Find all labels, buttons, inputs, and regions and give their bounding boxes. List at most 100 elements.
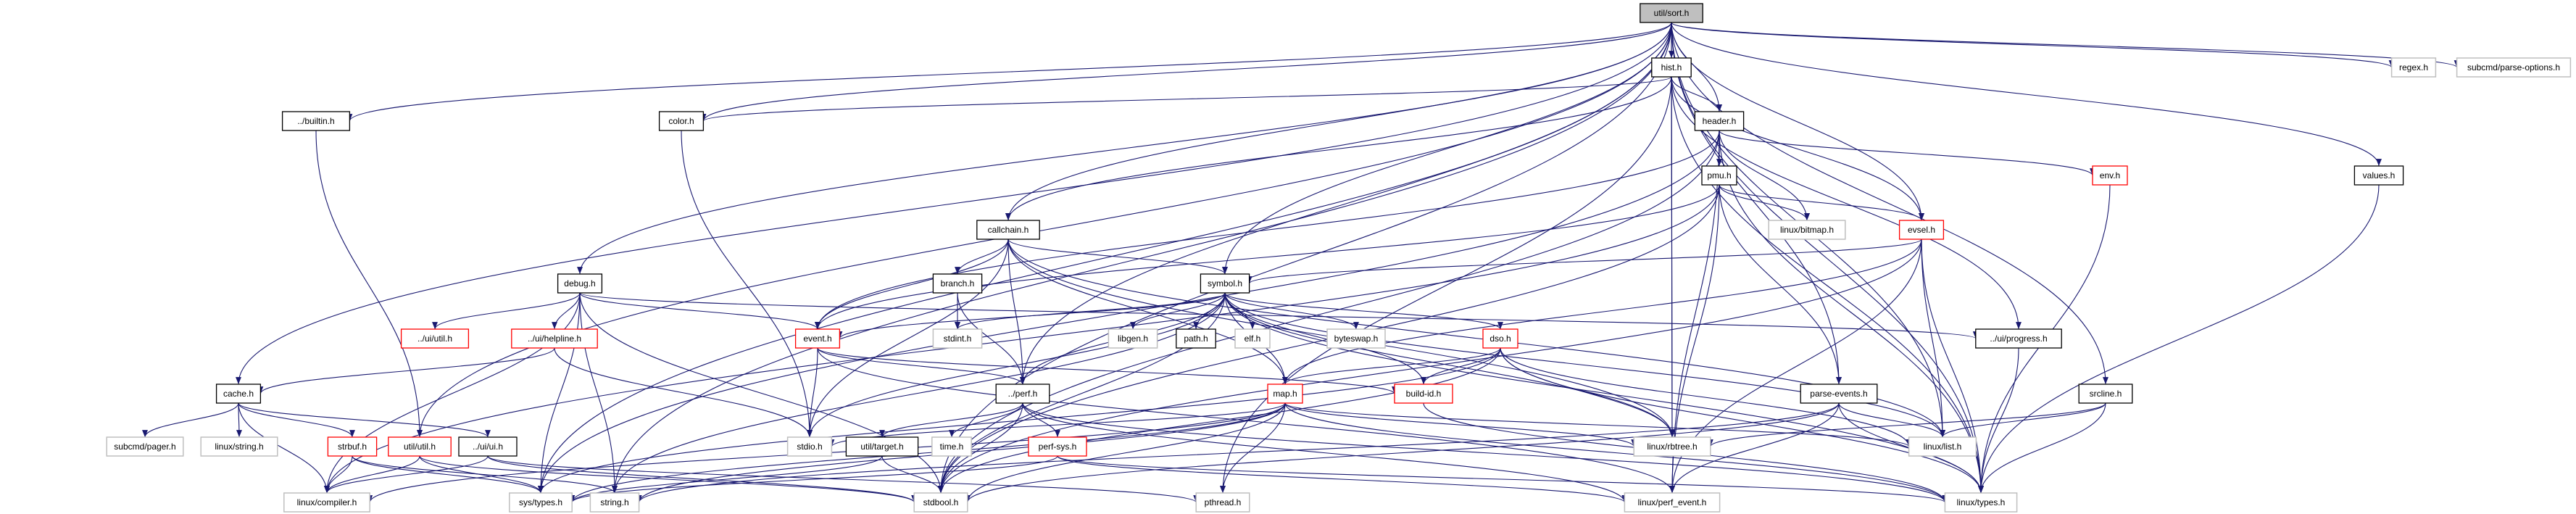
node-box	[200, 436, 278, 457]
edge-hist-h-to-pthread-h	[1220, 76, 1672, 494]
node-label: evsel.h	[1908, 225, 1935, 235]
node-libgen-h[interactable]: libgen.h	[1108, 328, 1158, 349]
edge-srcline-h-to-linux-types-h	[1978, 402, 2106, 494]
edge-arrow	[1057, 455, 1948, 503]
node-linux-compiler-h[interactable]: linux/compiler.h	[283, 492, 370, 513]
node-box	[976, 220, 1040, 240]
edge-util-sort-h-to-color-h	[700, 22, 1672, 122]
node-build-id-h[interactable]: build-id.h	[1394, 384, 1453, 404]
node-env-h[interactable]: env.h	[2092, 165, 2128, 186]
node-pthread-h[interactable]: pthread.h	[1195, 492, 1250, 513]
edge-arrow	[315, 130, 423, 438]
edge-arrow	[1224, 292, 1359, 330]
node-time-h[interactable]: time.h	[931, 436, 972, 457]
node-box	[215, 384, 262, 404]
node-perf-sys-h[interactable]: perf-sys.h	[1028, 436, 1087, 457]
node-label: path.h	[1184, 333, 1208, 344]
node-subcmd-parse-options-h[interactable]: subcmd/parse-options.h	[2456, 57, 2572, 78]
node-util-util-h[interactable]: util/util.h	[388, 436, 452, 457]
node-sys-types-h[interactable]: sys/types.h	[509, 492, 573, 513]
node-event-h[interactable]: event.h	[794, 328, 841, 349]
node-box	[2456, 57, 2572, 78]
node-header-h[interactable]: header.h	[1694, 111, 1745, 131]
node-evsel-h[interactable]: evsel.h	[1898, 220, 1945, 240]
edge-arrow	[1921, 239, 1984, 494]
node-box	[1640, 3, 1703, 23]
node-linux-rbtree-h[interactable]: linux/rbtree.h	[1633, 436, 1711, 457]
node-builtin-h[interactable]: ../builtin.h	[281, 111, 351, 131]
node-path-h[interactable]: path.h	[1176, 328, 1216, 349]
edge-arrow	[1978, 347, 2019, 494]
edge-pmu-h-to-linux-bitmap-h	[1719, 184, 1810, 221]
edge-arrow	[1007, 239, 1026, 385]
edge-util-util-h-to-sys-types-h	[419, 455, 544, 494]
edge-arrow	[1671, 22, 1842, 385]
node-debug-h[interactable]: debug.h	[557, 273, 603, 294]
node-util-sort-h[interactable]: util/sort.h	[1640, 3, 1703, 23]
node-srcline-h[interactable]: srcline.h	[2078, 384, 2133, 404]
node-linux-string-h[interactable]: linux/string.h	[200, 436, 278, 457]
edge-util-sort-h-to-evsel-h	[1671, 22, 1924, 221]
node-label: build-id.h	[1406, 389, 1442, 399]
node-elf-h[interactable]: elf.h	[1234, 328, 1271, 349]
edge-arrow	[1057, 455, 1628, 503]
edge-dso-h-to-sys-types-h	[538, 347, 1501, 494]
node-label: color.h	[668, 116, 694, 126]
edge-arrow	[1222, 22, 1672, 275]
node-branch-h[interactable]: branch.h	[932, 273, 983, 294]
edge-arrow	[577, 22, 1672, 275]
edge-arrow	[352, 455, 544, 494]
node-cache-h[interactable]: cache.h	[215, 384, 262, 404]
edge-arrow	[579, 292, 944, 494]
node-pmu-h[interactable]: pmu.h	[1701, 165, 1737, 186]
node-callchain-h[interactable]: callchain.h	[976, 220, 1040, 240]
edge-arrow	[1671, 76, 1924, 221]
node-linux-types-h[interactable]: linux/types.h	[1944, 492, 2018, 513]
edge-evsel-h-to-map-h	[1282, 239, 1922, 385]
edge-arrow	[700, 22, 1672, 122]
node-util-target-h[interactable]: util/target.h	[845, 436, 919, 457]
node-ui-util-h[interactable]: ../ui/util.h	[400, 328, 470, 349]
node-strbuf-h[interactable]: strbuf.h	[327, 436, 378, 457]
node-label: ../ui/ui.h	[473, 442, 503, 452]
node-stdbool-h[interactable]: stdbool.h	[913, 492, 968, 513]
edge-event-h-to-stdio-h	[807, 347, 818, 438]
node-symbol-h[interactable]: symbol.h	[1200, 273, 1250, 294]
edge-dso-h-to-build-id-h	[1421, 347, 1501, 385]
edge-parse-events-h-to-linux-perf-event-h	[1669, 402, 1840, 494]
node-string-h[interactable]: string.h	[589, 492, 640, 513]
node-linux-list-h[interactable]: linux/list.h	[1908, 436, 1977, 457]
edge-strbuf-h-to-sys-types-h	[352, 455, 544, 494]
node-perf-h[interactable]: ../perf.h	[995, 384, 1050, 404]
node-color-h[interactable]: color.h	[658, 111, 705, 131]
node-ui-progress-h[interactable]: ../ui/progress.h	[1975, 328, 2062, 349]
node-regex-h[interactable]: regex.h	[2390, 57, 2437, 78]
node-label: util/target.h	[860, 442, 903, 452]
node-parse-events-h[interactable]: parse-events.h	[1800, 384, 1878, 404]
node-box	[1234, 328, 1271, 349]
edge-arrow	[324, 292, 581, 494]
edge-srcline-h-to-linux-rbtree-h	[1708, 402, 2106, 447]
node-values-h[interactable]: values.h	[2353, 165, 2404, 186]
node-box	[1944, 492, 2018, 513]
node-byteswap-h[interactable]: byteswap.h	[1326, 328, 1386, 349]
edge-perf-h-to-linux-perf-event-h	[1022, 402, 1628, 503]
edge-arrow	[612, 22, 1672, 494]
edge-ui-helpline-h-to-stdio-h	[554, 347, 813, 438]
edge-arrow	[817, 347, 1397, 394]
node-stdint-h[interactable]: stdint.h	[932, 328, 983, 349]
node-map-h[interactable]: map.h	[1267, 384, 1303, 404]
node-subcmd-pager-h[interactable]: subcmd/pager.h	[106, 436, 184, 457]
edge-arrow	[419, 455, 544, 494]
node-box	[1200, 273, 1250, 294]
node-linux-bitmap-h[interactable]: linux/bitmap.h	[1768, 220, 1846, 240]
node-linux-perf-event-h[interactable]: linux/perf_event.h	[1624, 492, 1721, 513]
edge-header-h-to-env-h	[1719, 130, 2095, 176]
edge-util-sort-h-to-util-util-h	[417, 22, 1672, 438]
node-dso-h[interactable]: dso.h	[1482, 328, 1518, 349]
node-hist-h[interactable]: hist.h	[1651, 57, 1692, 78]
node-ui-helpline-h[interactable]: ../ui/helpline.h	[511, 328, 598, 349]
edge-cache-h-to-ui-ui-h	[238, 402, 491, 438]
node-stdio-h[interactable]: stdio.h	[786, 436, 833, 457]
node-ui-ui-h[interactable]: ../ui/ui.h	[458, 436, 518, 457]
